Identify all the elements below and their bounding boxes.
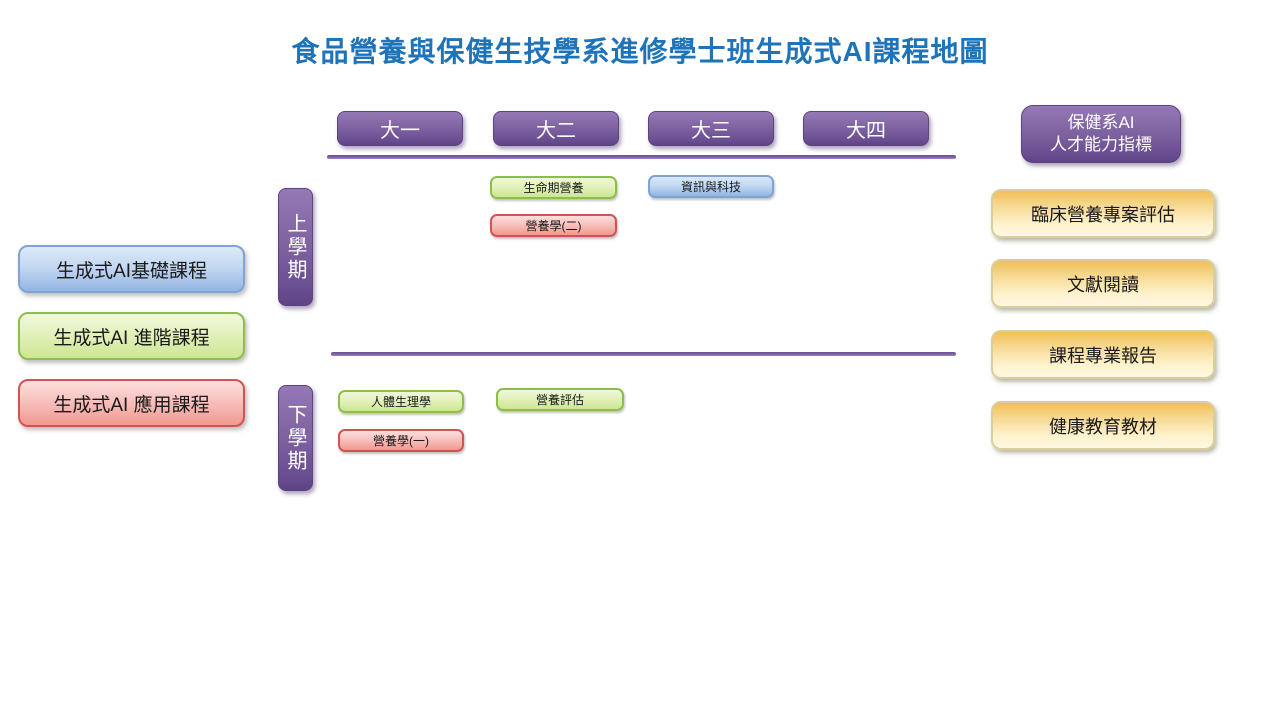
legend-advanced-label: 生成式AI 進階課程: [53, 327, 210, 349]
indicator-header-line1: 保健系AI: [1067, 112, 1135, 132]
course-information-technology-label: 資訊與科技: [680, 180, 741, 194]
year-header-3-label: 大三: [691, 120, 731, 142]
course-life-stage-nutrition: 生命期營養: [490, 176, 617, 199]
course-human-physiology-label: 人體生理學: [370, 395, 431, 409]
year-header-1-label: 大一: [380, 120, 420, 142]
divider-middle: [331, 352, 956, 356]
legend-applied-label: 生成式AI 應用課程: [53, 394, 210, 416]
semester-box-second: 下學期: [278, 385, 313, 491]
course-life-stage-nutrition-label: 生命期營養: [523, 181, 584, 195]
course-information-technology: 資訊與科技: [648, 175, 774, 198]
course-nutrition-2-label: 營養學(二): [525, 219, 582, 233]
indicator-literature-reading: 文獻閱讀: [991, 259, 1215, 308]
indicator-health-education-materials: 健康教育教材: [991, 401, 1215, 450]
indicator-clinical-nutrition-project: 臨床營養專案評估: [991, 189, 1215, 238]
semester-box-first: 上學期: [278, 188, 313, 306]
year-header-3: 大三: [648, 111, 774, 146]
year-header-4-label: 大四: [846, 120, 886, 142]
year-header-2: 大二: [493, 111, 619, 146]
legend-basic-courses: 生成式AI基礎課程: [18, 245, 245, 293]
year-header-2-label: 大二: [536, 120, 576, 142]
course-nutrition-2: 營養學(二): [490, 214, 617, 237]
year-header-4: 大四: [803, 111, 929, 146]
year-header-1: 大一: [337, 111, 463, 146]
indicator-literature-reading-label: 文獻閱讀: [1067, 274, 1139, 295]
course-nutrition-assessment-label: 營養評估: [535, 393, 584, 407]
page-title: 食品營養與保健生技學系進修學士班生成式AI課程地圖: [291, 36, 989, 67]
indicator-header-line2: 人才能力指標: [1050, 135, 1152, 154]
course-nutrition-1-label: 營養學(一): [373, 434, 429, 448]
course-human-physiology: 人體生理學: [338, 390, 464, 413]
course-nutrition-assessment: 營養評估: [496, 388, 624, 411]
legend-basic-label: 生成式AI基礎課程: [56, 260, 207, 282]
indicator-professional-report: 課程專業報告: [991, 330, 1215, 379]
indicator-header: 保健系AI 人才能力指標: [1021, 105, 1181, 163]
semester-second-label: 下學期: [284, 403, 306, 473]
legend-applied-courses: 生成式AI 應用課程: [18, 379, 245, 427]
indicator-health-education-materials-label: 健康教育教材: [1049, 416, 1157, 437]
divider-top: [327, 155, 956, 159]
indicator-clinical-nutrition-project-label: 臨床營養專案評估: [1031, 204, 1175, 225]
indicator-professional-report-label: 課程專業報告: [1049, 345, 1157, 366]
course-nutrition-1: 營養學(一): [338, 429, 464, 452]
legend-advanced-courses: 生成式AI 進階課程: [18, 312, 245, 360]
semester-first-label: 上學期: [284, 212, 306, 282]
